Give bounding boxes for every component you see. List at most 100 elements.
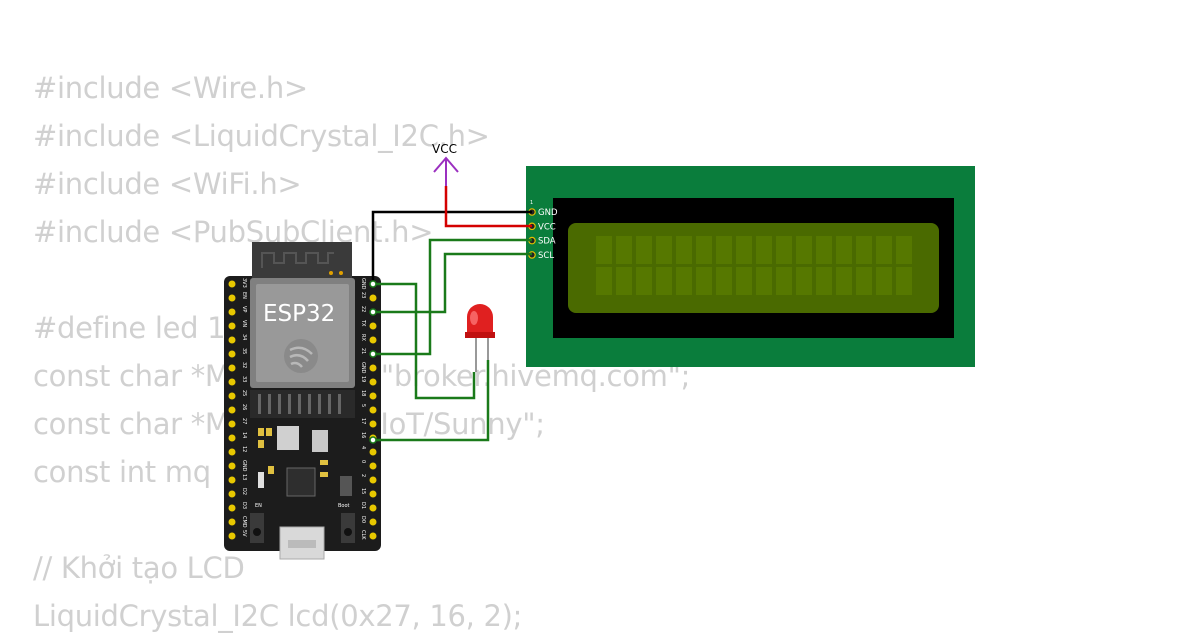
- esp32-right-pin-label: 2: [360, 474, 366, 477]
- esp32-right-pin-label: 17: [360, 418, 366, 424]
- lcd-char-cell: [796, 236, 812, 264]
- lcd-char-cell: [816, 267, 832, 295]
- lcd-char-cell: [656, 267, 672, 295]
- esp32-board[interactable]: ESP32 EN Boot: [224, 242, 381, 560]
- esp32-right-pin[interactable]: [369, 364, 377, 372]
- esp32-left-pin[interactable]: [228, 420, 236, 428]
- gnd-wire: [371, 210, 532, 282]
- led-anode-wire: [373, 282, 476, 400]
- esp32-left-pin[interactable]: [228, 336, 236, 344]
- lcd-char-cell: [776, 236, 792, 264]
- boot-button[interactable]: [341, 513, 355, 543]
- lcd-char-cell: [656, 236, 672, 264]
- esp32-right-pin[interactable]: [369, 322, 377, 330]
- esp32-left-pin[interactable]: [228, 490, 236, 498]
- esp32-left-pin[interactable]: [228, 518, 236, 526]
- esp32-right-pin[interactable]: [369, 490, 377, 498]
- esp32-right-pin[interactable]: [369, 378, 377, 386]
- esp32-right-pin[interactable]: [369, 406, 377, 414]
- esp32-left-pin[interactable]: [228, 322, 236, 330]
- esp32-right-pin[interactable]: [369, 462, 377, 470]
- lcd-pin-label: VCC: [538, 222, 556, 232]
- lcd-char-cell: [636, 267, 652, 295]
- esp32-right-pin-label: 15: [360, 488, 366, 494]
- esp32-left-pin-label: 3V3: [241, 278, 247, 288]
- lcd-char-cell: [716, 267, 732, 295]
- lcd-character-grid: [596, 236, 912, 295]
- esp32-right-pin-label: 23: [360, 292, 366, 298]
- esp32-right-pin[interactable]: [369, 448, 377, 456]
- esp32-right-pin-label: 5: [360, 404, 366, 407]
- esp32-right-pin-label: 22: [360, 306, 366, 312]
- esp32-right-pin[interactable]: [369, 336, 377, 344]
- wires: [371, 186, 532, 442]
- lcd-char-cell: [616, 236, 632, 264]
- esp32-left-pin-label: 34: [241, 334, 247, 340]
- esp32-left-pin[interactable]: [228, 434, 236, 442]
- esp32-left-pin-label: 35: [241, 348, 247, 354]
- esp32-left-pin[interactable]: [228, 294, 236, 302]
- esp32-right-pin[interactable]: [369, 392, 377, 400]
- esp32-left-pin[interactable]: [228, 364, 236, 372]
- lcd-pin-label: GND: [538, 208, 558, 218]
- lcd-char-cell: [856, 267, 872, 295]
- esp32-right-pin-label: CLK: [360, 530, 366, 540]
- esp32-right-pin[interactable]: [369, 504, 377, 512]
- esp32-left-pin-label: D2: [241, 488, 247, 495]
- code-line: LiquidCrystal_I2C lcd(0x27, 16, 2);: [33, 599, 523, 633]
- esp32-right-pin-label: D0: [360, 516, 366, 523]
- esp32-left-pin[interactable]: [228, 462, 236, 470]
- esp32-left-pin[interactable]: [228, 378, 236, 386]
- esp32-right-pin[interactable]: [369, 420, 377, 428]
- lcd-char-cell: [716, 236, 732, 264]
- lcd-pin-label: SCL: [538, 251, 554, 261]
- esp32-right-pin[interactable]: [369, 532, 377, 540]
- esp32-left-pin[interactable]: [228, 308, 236, 316]
- en-label: EN: [255, 503, 262, 509]
- esp32-right-pin[interactable]: [369, 476, 377, 484]
- esp32-left-pin[interactable]: [228, 392, 236, 400]
- esp32-left-pin[interactable]: [228, 476, 236, 484]
- vcc-label: VCC: [432, 142, 457, 156]
- esp32-left-pin[interactable]: [228, 406, 236, 414]
- esp32-left-pin-label: 33: [241, 376, 247, 382]
- lcd-char-cell: [696, 267, 712, 295]
- esp32-left-pin-label: GND: [241, 460, 247, 472]
- lcd-char-cell: [676, 236, 692, 264]
- esp32-left-pin[interactable]: [228, 350, 236, 358]
- lcd-char-cell: [676, 267, 692, 295]
- code-line: #include <Wire.h>: [33, 71, 308, 105]
- esp32-left-pin[interactable]: [228, 448, 236, 456]
- lcd-char-cell: [836, 267, 852, 295]
- esp32-left-pin[interactable]: [228, 280, 236, 288]
- en-button[interactable]: [250, 513, 264, 543]
- lcd-pin1-label: 1: [530, 200, 533, 206]
- esp32-left-pin-label: 5V: [241, 530, 247, 537]
- esp32-left-pin-label: 27: [241, 418, 247, 424]
- lcd-char-cell: [596, 267, 612, 295]
- esp32-left-pin-label: 12: [241, 446, 247, 452]
- esp32-right-pin-label: 16: [360, 432, 366, 438]
- lcd-char-cell: [756, 267, 772, 295]
- esp32-left-pin[interactable]: [228, 504, 236, 512]
- lcd-char-cell: [896, 267, 912, 295]
- espressif-logo-icon: [284, 339, 318, 373]
- lcd-char-cell: [876, 236, 892, 264]
- lcd-char-cell: [736, 267, 752, 295]
- code-line: #include <LiquidCrystal_I2C.h>: [33, 119, 490, 153]
- esp32-right-pin-label: 21: [360, 348, 366, 354]
- esp32-right-pin[interactable]: [369, 518, 377, 526]
- esp32-left-pin-label: 26: [241, 404, 247, 410]
- esp32-right-pin-label: 0: [360, 460, 366, 463]
- lcd-char-cell: [796, 267, 812, 295]
- vcc-symbol: VCC: [432, 142, 459, 186]
- red-led[interactable]: [465, 304, 495, 372]
- esp32-right-pin[interactable]: [369, 294, 377, 302]
- lcd-char-cell: [696, 236, 712, 264]
- esp32-right-pin-label: GND: [360, 362, 366, 374]
- lcd-char-cell: [856, 236, 872, 264]
- esp32-left-pin-label: 14: [241, 432, 247, 438]
- esp32-left-pin[interactable]: [228, 532, 236, 540]
